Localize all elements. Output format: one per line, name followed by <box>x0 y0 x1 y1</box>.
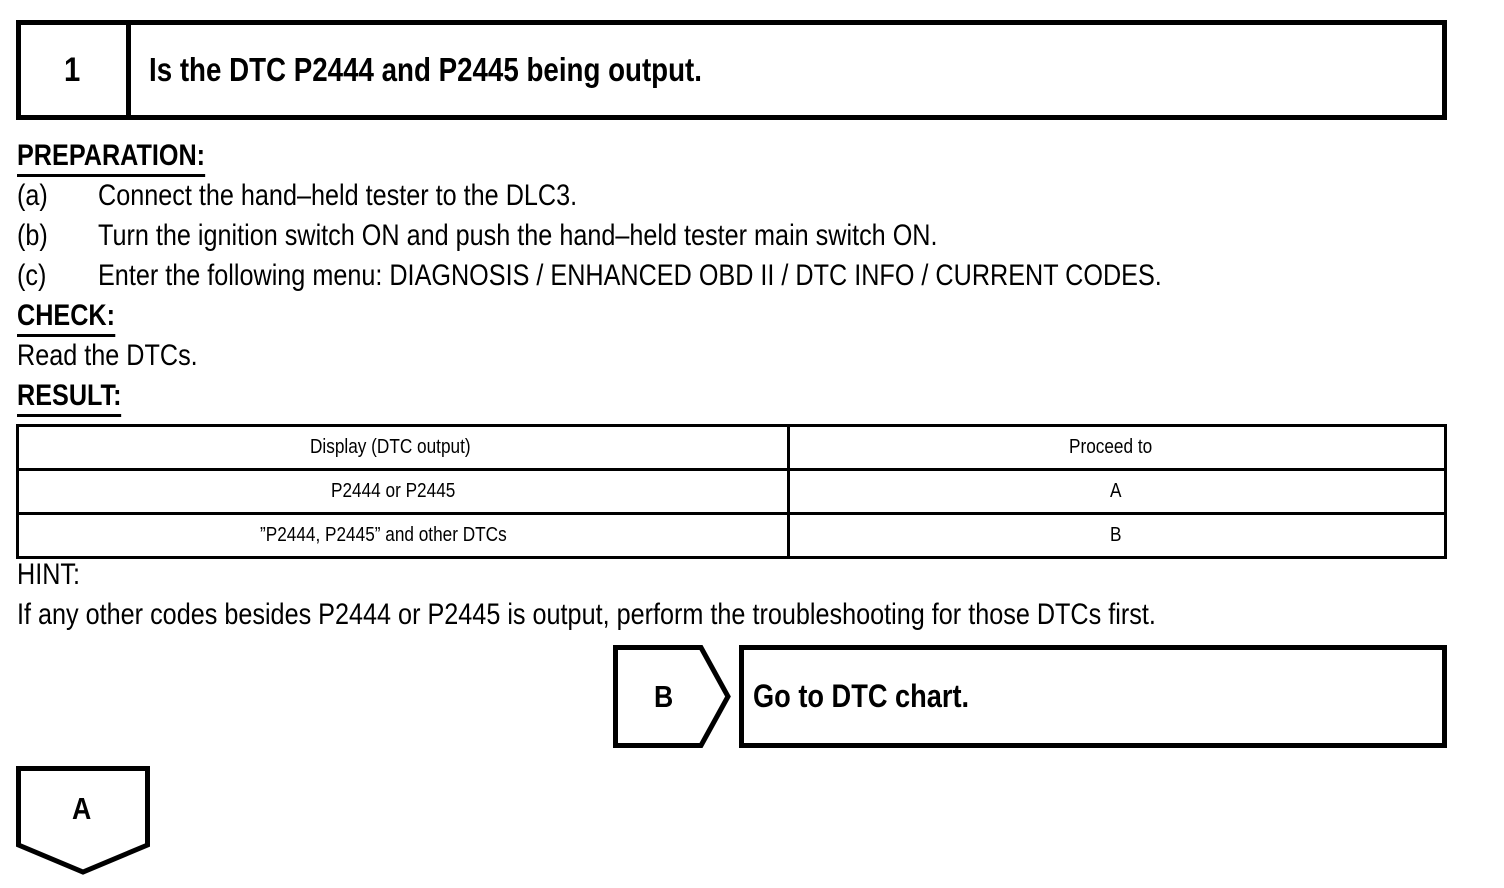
connector-a-label-wrap: A <box>16 766 150 851</box>
preparation-item-c-label: (c) <box>17 259 47 292</box>
preparation-item-b-label: (b) <box>17 219 48 252</box>
preparation-item-c-text: Enter the following menu: DIAGNOSIS / EN… <box>98 259 1162 292</box>
preparation-item-a-label: (a) <box>17 179 48 212</box>
table-cell-proceed-1: A <box>787 468 1447 515</box>
check-text: Read the DTCs. <box>17 339 198 372</box>
table-row: P2444 or P2445 A <box>16 468 1447 515</box>
goto-dtc-chart-box: Go to DTC chart. <box>739 645 1447 748</box>
table-row: ”P2444, P2445” and other DTCs B <box>16 512 1447 559</box>
hint-heading: HINT: <box>17 558 80 591</box>
connector-a-arrow: A <box>16 766 150 888</box>
connector-a-shape <box>16 766 150 875</box>
table-header-display: Display (DTC output) <box>16 424 790 471</box>
step-number-cell: 1 <box>21 25 131 115</box>
step-number: 1 <box>64 50 81 89</box>
connector-b-shape <box>613 645 731 748</box>
table-cell-proceed-2: B <box>787 512 1447 559</box>
connector-b-label: B <box>653 678 674 714</box>
table-header-proceed: Proceed to <box>787 424 1447 471</box>
result-heading: RESULT: <box>17 379 141 417</box>
step-question-text: Is the DTC P2444 and P2445 being output. <box>149 51 702 88</box>
step-question-cell: Is the DTC P2444 and P2445 being output. <box>136 25 1442 115</box>
preparation-heading: PREPARATION: <box>17 139 241 177</box>
check-heading: CHECK: <box>17 299 134 337</box>
preparation-item-b-text: Turn the ignition switch ON and push the… <box>98 219 938 252</box>
connector-b-arrow: B <box>613 645 731 748</box>
connector-b-label-wrap: B <box>613 645 717 748</box>
preparation-item-a-text: Connect the hand–held tester to the DLC3… <box>98 179 578 212</box>
step-header-box: 1 Is the DTC P2444 and P2445 being outpu… <box>16 20 1447 120</box>
goto-dtc-chart-text: Go to DTC chart. <box>753 678 970 714</box>
table-cell-display-2: ”P2444, P2445” and other DTCs <box>16 512 790 559</box>
result-table: Display (DTC output) Proceed to P2444 or… <box>16 424 1447 559</box>
hint-text: If any other codes besides P2444 or P244… <box>17 598 1156 631</box>
connector-a-label: A <box>71 790 92 826</box>
table-header-row: Display (DTC output) Proceed to <box>16 424 1447 471</box>
table-cell-display-1: P2444 or P2445 <box>16 468 790 515</box>
